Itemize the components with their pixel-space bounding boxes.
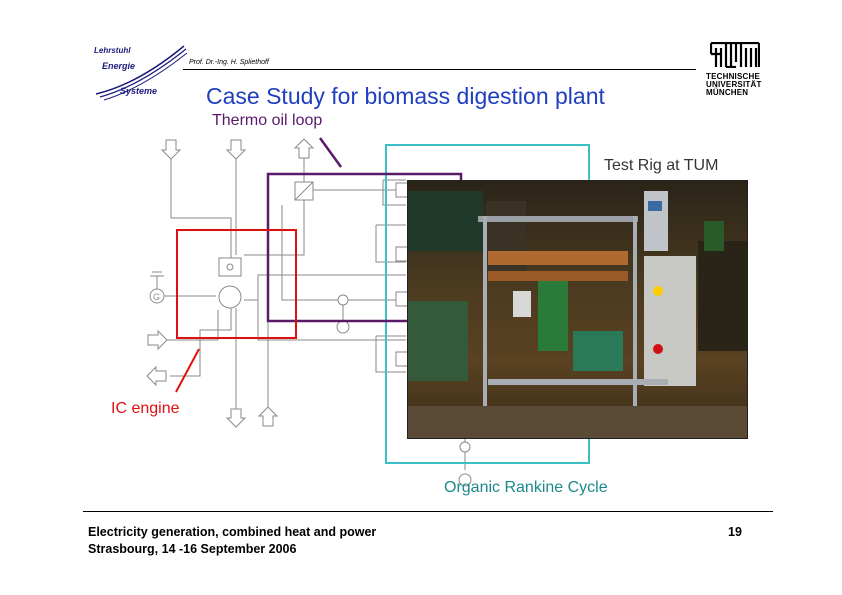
- arrow-down-icon: [225, 408, 247, 428]
- tum-name: TECHNISCHE UNIVERSITÄT MÜNCHEN: [706, 73, 762, 97]
- tum-logo: [709, 41, 761, 70]
- footer-event-title: Electricity generation, combined heat an…: [88, 525, 377, 539]
- slide-title: Case Study for biomass digestion plant: [206, 83, 605, 109]
- test-rig-photo-graphic: [408, 191, 747, 438]
- tum-name-line1: TECHNISCHE: [706, 72, 761, 81]
- thermo-oil-pointer: [318, 137, 343, 168]
- tum-name-line2: UNIVERSITÄT: [706, 80, 762, 89]
- pump-icon: [336, 320, 350, 334]
- test-rig-label: Test Rig at TUM: [604, 157, 719, 174]
- connector-boxes: [395, 182, 409, 367]
- ic-engine-label: IC engine: [111, 400, 180, 417]
- header-rule: [183, 69, 696, 70]
- page-number: 19: [728, 525, 742, 539]
- chair-logo: Lehrstuhl Energie Systeme: [88, 44, 188, 102]
- ic-engine-pointer: [175, 348, 200, 393]
- footer-rule: [83, 511, 773, 512]
- ic-engine-boundary: [176, 229, 297, 339]
- heat-exchanger-icon: [294, 181, 314, 201]
- generator-symbol: G: [153, 292, 160, 302]
- tum-name-line3: MÜNCHEN: [706, 88, 749, 97]
- logo-systeme: Systeme: [120, 86, 158, 96]
- pump-icon: [459, 441, 471, 453]
- test-rig-photo: [407, 180, 748, 439]
- generator-icon: [149, 271, 165, 304]
- thermo-oil-loop-label: Thermo oil loop: [212, 112, 323, 129]
- pump-icon: [337, 294, 349, 306]
- pump-icons: [336, 294, 472, 487]
- logo-lehrstuhl: Lehrstuhl: [94, 46, 131, 55]
- arrow-down-icon: [160, 139, 182, 160]
- logo-energie: Energie: [102, 61, 136, 71]
- arrow-up-icon: [293, 138, 315, 159]
- flow-arrows: [146, 138, 315, 428]
- footer-event-location: Strasbourg, 14 -16 September 2006: [88, 542, 297, 556]
- tum-logo-graphic: [709, 41, 761, 69]
- professor-name: Prof. Dr.-Ing. H. Spliethoff: [189, 59, 269, 66]
- arrow-right-icon: [147, 329, 168, 351]
- engine-icon: [218, 257, 242, 309]
- orc-label: Organic Rankine Cycle: [444, 479, 608, 496]
- arrow-up-icon: [257, 406, 279, 427]
- arrow-down-icon: [225, 139, 247, 160]
- pump-icon: [458, 473, 472, 487]
- arrow-left-icon: [146, 365, 167, 387]
- swoosh-logo-graphic: [95, 45, 188, 101]
